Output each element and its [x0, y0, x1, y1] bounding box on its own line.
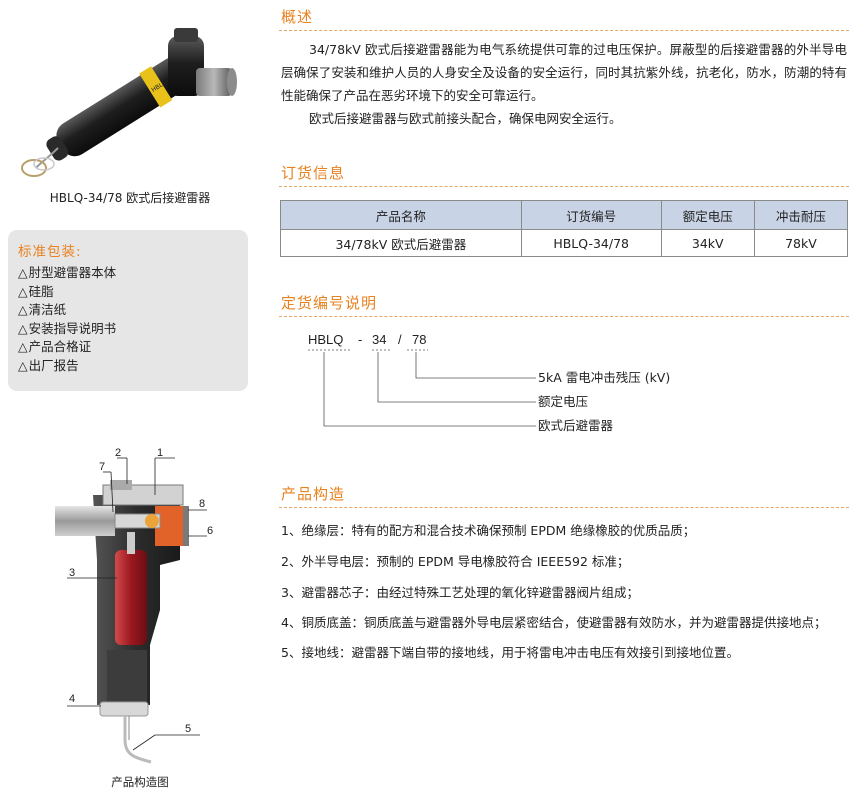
packaging-item: △清洁纸 — [18, 302, 67, 317]
construction-item: 4、铜质底盖：铜质底盖与避雷器外导电层紧密结合，使避雷器有效防水，并为避雷器提供… — [281, 615, 827, 630]
product-photo-caption: HBLQ-34/78 欧式后接避雷器 — [49, 191, 211, 205]
packaging-item: △硅脂 — [18, 283, 54, 299]
construction-rule — [279, 507, 849, 508]
callout-5: 5 — [185, 723, 191, 735]
code-rule — [279, 316, 849, 317]
table-header-cell: 产品名称 — [280, 200, 522, 230]
packaging-item: △肘型避雷器本体 — [18, 265, 117, 280]
code-part-series: HBLQ — [308, 332, 343, 347]
table-cell: 34/78kV 欧式后避雷器 — [280, 229, 522, 257]
packaging-box: 标准包装: △肘型避雷器本体 △硅脂 △清洁纸 △安装指导说明书 △产品合格证 … — [8, 230, 248, 391]
table-header-cell: 订货编号 — [520, 200, 662, 230]
construction-title: 产品构造 — [281, 485, 346, 503]
code-part-impulse: 78 — [412, 332, 426, 347]
packaging-title: 标准包装: — [18, 244, 82, 260]
table-row: 34/78kV 欧式后避雷器 HBLQ-34/78 34kV 78kV — [280, 229, 849, 257]
product-photo: HBLQ — [21, 28, 237, 177]
code-label-voltage: 额定电压 — [538, 394, 588, 409]
callout-7: 7 — [99, 461, 105, 473]
packaging-item: △产品合格证 — [18, 339, 92, 354]
overview-paragraph-1: 34/78kV 欧式后接避雷器能为电气系统提供可靠的过电压保护。屏蔽型的后接避雷… — [281, 42, 847, 103]
table-cell: 34kV — [660, 229, 755, 257]
table-cell: 78kV — [753, 229, 849, 257]
table-cell: HBLQ-34/78 — [520, 229, 662, 257]
ordering-table: 产品名称 订货编号 额定电压 冲击耐压 34/78kV 欧式后避雷器 HBLQ-… — [280, 200, 849, 257]
ordering-rule — [279, 186, 849, 187]
overview-paragraph-2: 欧式后接避雷器与欧式前接头配合，确保电网安全运行。 — [309, 111, 622, 126]
code-diagram: HBLQ - 34 / 78 5kA 雷电冲击残压 (kV) 额定电压 欧式后避… — [308, 332, 670, 433]
callout-3: 3 — [69, 567, 75, 579]
code-part-slash: / — [398, 332, 402, 347]
callout-4: 4 — [69, 693, 75, 705]
structure-diagram: 1 2 3 4 5 6 7 8 — [55, 447, 213, 764]
table-header-cell: 冲击耐压 — [753, 200, 849, 230]
construction-item: 3、避雷器芯子：由经过特殊工艺处理的氧化锌避雷器阀片组成； — [281, 585, 639, 600]
overview-title: 概述 — [281, 8, 314, 26]
callout-8: 8 — [199, 498, 205, 510]
overview-rule — [279, 30, 849, 31]
construction-item: 1、绝缘层：特有的配方和混合技术确保预制 EPDM 绝缘橡胶的优质品质； — [281, 523, 696, 538]
code-label-series: 欧式后避雷器 — [538, 418, 614, 433]
ordering-title: 订货信息 — [281, 164, 346, 182]
construction-item: 2、外半导电层：预制的 EPDM 导电橡胶符合 IEEE592 标准； — [281, 554, 630, 569]
construction-item: 5、接地线：避雷器下端自带的接地线，用于将雷电冲击电压有效接引到接地位置。 — [281, 645, 739, 660]
callout-1: 1 — [157, 447, 163, 459]
table-header-cell: 额定电压 — [660, 200, 755, 230]
code-part-dash: - — [358, 332, 362, 347]
diagram-caption: 产品构造图 — [111, 775, 169, 789]
callout-2: 2 — [115, 447, 121, 459]
code-title: 定货编号说明 — [281, 294, 378, 312]
code-part-voltage: 34 — [372, 332, 386, 347]
table-header-row: 产品名称 订货编号 额定电压 冲击耐压 — [280, 200, 849, 230]
packaging-item: △安装指导说明书 — [18, 320, 117, 336]
packaging-item: △出厂报告 — [18, 357, 79, 373]
code-label-impulse: 5kA 雷电冲击残压 (kV) — [538, 370, 670, 385]
callout-6: 6 — [207, 525, 213, 537]
